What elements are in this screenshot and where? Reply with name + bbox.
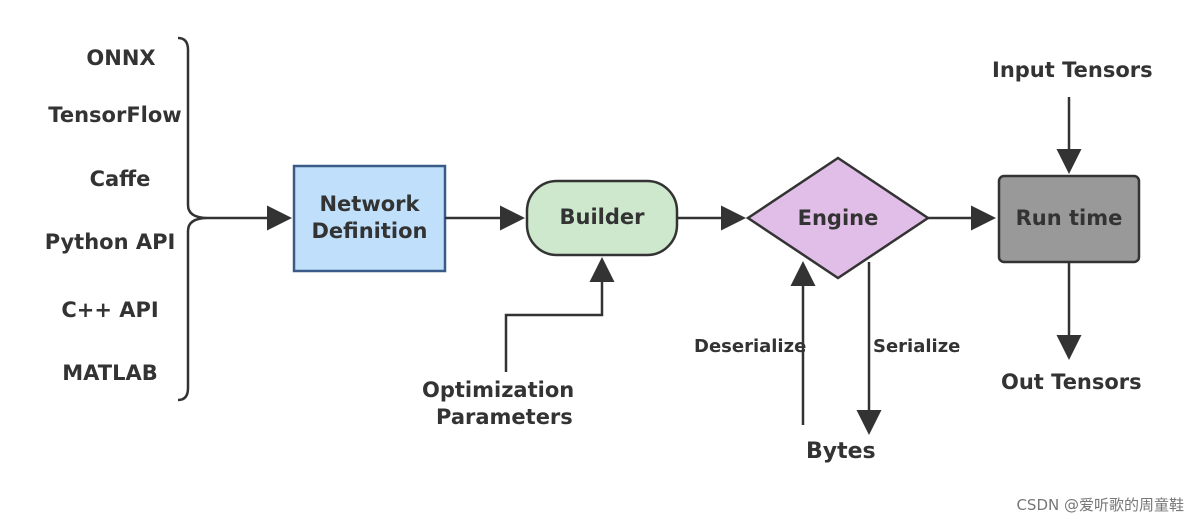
source-matlab: MATLAB [62,361,158,385]
source-caffe: Caffe [89,167,151,191]
arrow-optimization-to-builder [504,257,615,372]
builder-label: Builder [559,205,645,229]
bytes-label: Bytes [806,439,876,464]
optimization-parameters-line1: Optimization [422,378,575,402]
engine-label: Engine [797,206,879,230]
engine-diamond [745,156,931,280]
network-definition-label: Network Definition [311,192,428,243]
deserialize-label: Deserialize [694,336,807,357]
source-cpp-api: C++ API [61,298,159,322]
network-definition-box [292,164,447,273]
source-python-api: Python API [44,230,176,254]
runtime-label: Run time [1015,206,1123,230]
out-tensors-label: Out Tensors [1001,370,1142,394]
input-tensors-label: Input Tensors [992,58,1153,82]
serialize-label: Serialize [873,336,961,357]
source-onnx: ONNX [86,46,156,70]
source-brace [177,36,209,402]
watermark: CSDN @爱听歌的周童鞋 [1016,496,1184,514]
source-tensorflow: TensorFlow [48,103,182,127]
optimization-parameters-line2: Parameters [436,405,573,429]
